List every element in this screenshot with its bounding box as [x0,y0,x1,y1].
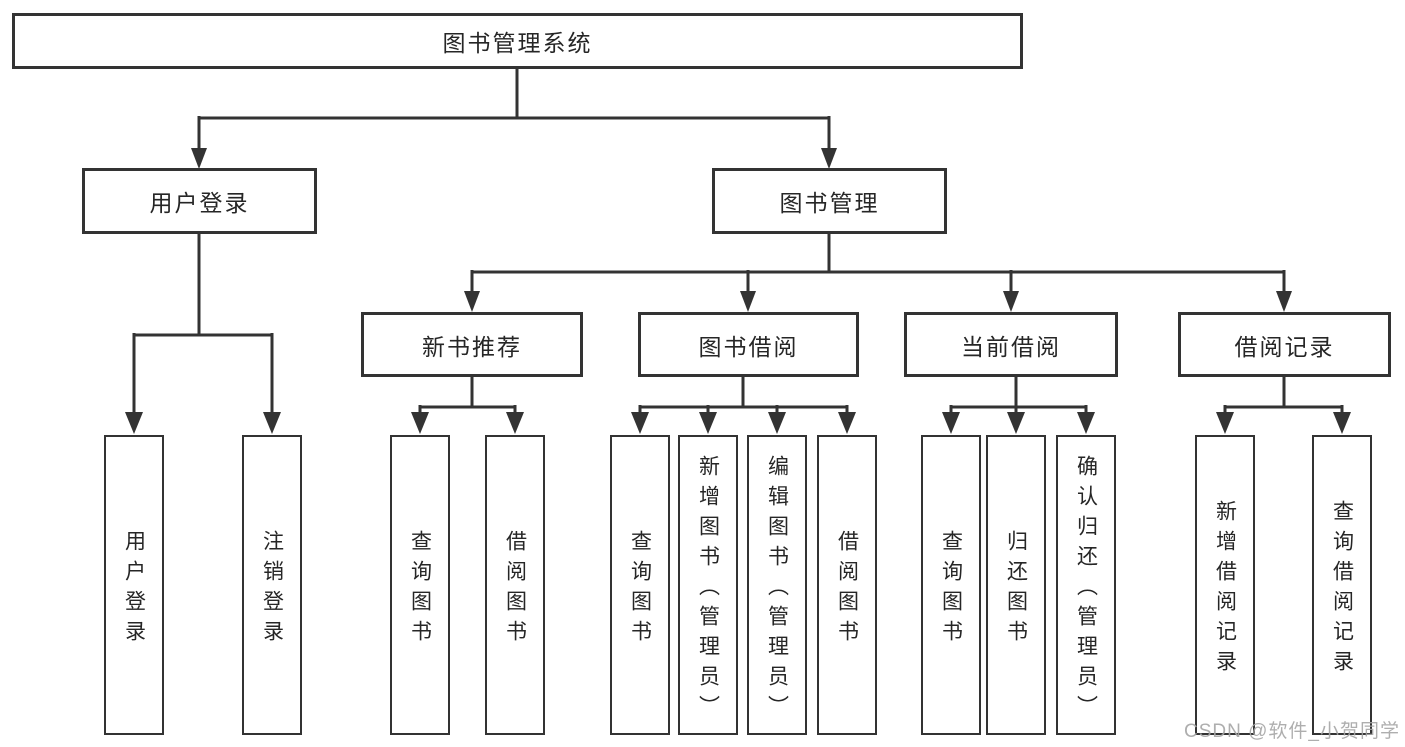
leaf-logout: 注销登录 [242,435,302,735]
node-borrow-records-label: 借阅记录 [1234,333,1335,360]
leaf-logout-label: 注销登录 [260,529,284,650]
leaf-edit-book-admin: 编辑图书（管理员） [747,435,807,735]
leaf-add-book-admin-label: 新增图书（管理员） [696,454,720,725]
csdn-watermark: CSDN @软件_小贺同学 [1184,721,1400,742]
leaf-confirm-return-admin: 确认归还（管理员） [1056,435,1116,735]
leaf-query-books-recommend-label: 查询图书 [408,529,432,650]
node-new-book-recommend-label: 新书推荐 [422,333,522,360]
leaf-borrow-books-label: 借阅图书 [835,529,859,650]
leaf-borrow-books: 借阅图书 [817,435,877,735]
leaf-query-books-current-label: 查询图书 [939,529,963,650]
node-new-book-recommend: 新书推荐 [361,312,583,377]
leaf-user-login: 用户登录 [104,435,164,735]
node-root: 图书管理系统 [12,13,1023,69]
leaf-add-borrow-record-label: 新增借阅记录 [1213,499,1237,680]
node-borrow-records: 借阅记录 [1178,312,1391,377]
leaf-add-borrow-record: 新增借阅记录 [1195,435,1255,735]
node-book-borrow-label: 图书借阅 [698,333,799,360]
node-current-borrow: 当前借阅 [904,312,1118,377]
leaf-confirm-return-admin-label: 确认归还（管理员） [1074,454,1098,725]
arrowheads [125,148,1351,434]
leaf-query-books-current: 查询图书 [921,435,981,735]
leaf-query-borrow-record: 查询借阅记录 [1312,435,1372,735]
leaf-query-books-borrow: 查询图书 [610,435,670,735]
leaf-borrow-books-recommend: 借阅图书 [485,435,545,735]
leaf-borrow-books-recommend-label: 借阅图书 [503,529,527,650]
leaf-query-borrow-record-label: 查询借阅记录 [1330,499,1354,680]
leaf-return-book-label: 归还图书 [1004,529,1028,650]
leaf-user-login-label: 用户登录 [122,529,146,650]
leaf-query-books-recommend: 查询图书 [390,435,450,735]
node-book-management: 图书管理 [712,168,947,234]
leaf-add-book-admin: 新增图书（管理员） [678,435,738,735]
leaf-query-books-borrow-label: 查询图书 [628,529,652,650]
node-user-login: 用户登录 [82,168,317,234]
leaf-return-book: 归还图书 [986,435,1046,735]
node-book-borrow: 图书借阅 [638,312,859,377]
node-root-label: 图书管理系统 [442,30,593,56]
leaf-edit-book-admin-label: 编辑图书（管理员） [765,454,789,725]
node-book-management-label: 图书管理 [779,190,880,216]
node-current-borrow-label: 当前借阅 [961,333,1061,360]
node-user-login-label: 用户登录 [149,190,250,216]
